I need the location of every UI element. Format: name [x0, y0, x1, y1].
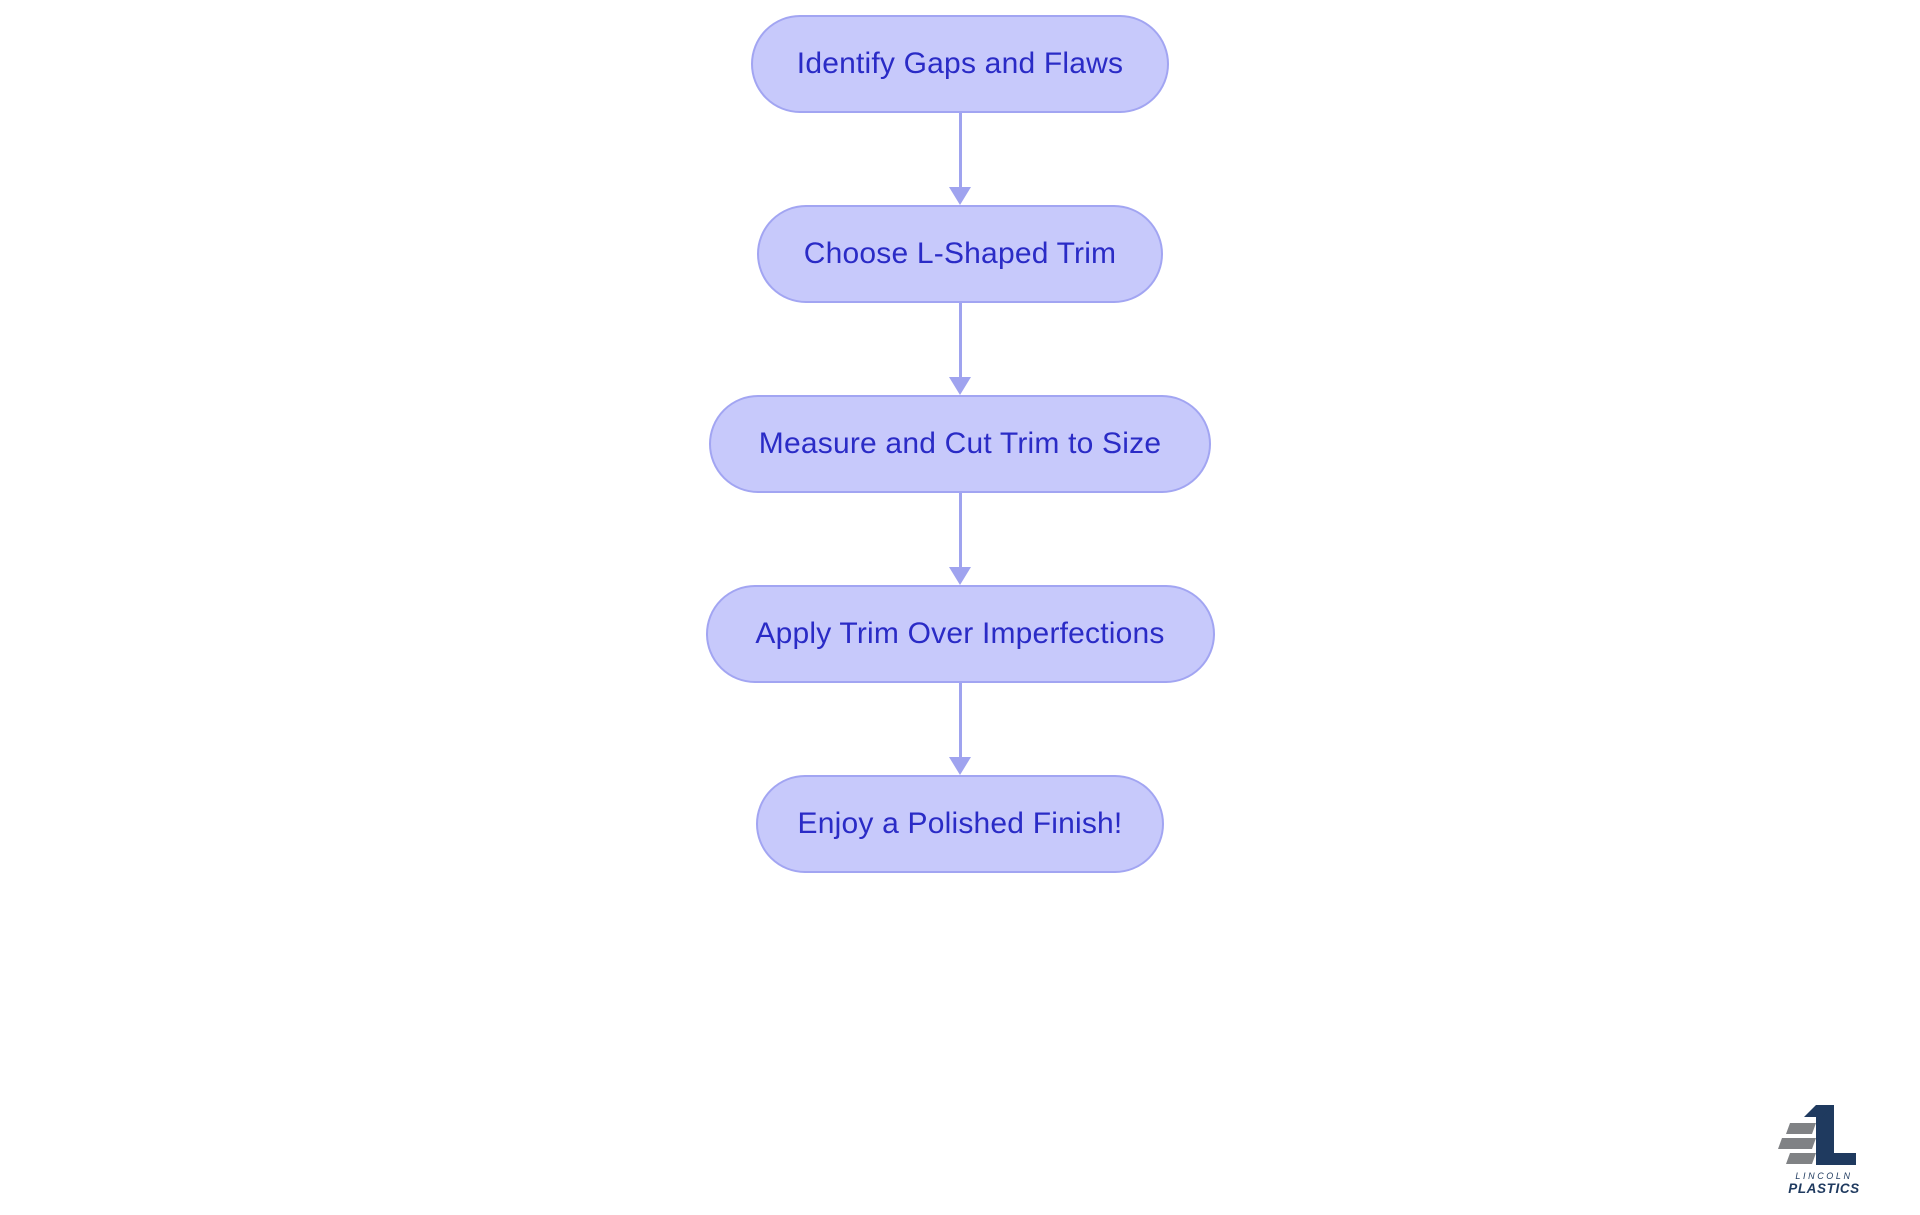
logo-l-mark — [1804, 1105, 1856, 1165]
connector-line — [958, 113, 962, 188]
flow-node-step-4[interactable]: Apply Trim Over Imperfections — [705, 585, 1215, 683]
flow-node-label: Choose L-Shaped Trim — [803, 237, 1117, 270]
flow-node-step-1[interactable]: Identify Gaps and Flaws — [751, 15, 1169, 113]
connector-line — [958, 683, 962, 758]
flow-node-step-5[interactable]: Enjoy a Polished Finish! — [756, 775, 1164, 873]
arrowhead-icon — [949, 757, 971, 775]
flow-node-label: Measure and Cut Trim to Size — [758, 427, 1162, 460]
arrowhead-icon — [949, 187, 971, 205]
connector-line — [958, 303, 962, 378]
arrowhead-icon — [949, 567, 971, 585]
logo-wordmark-bottom: PLASTICS — [1788, 1181, 1860, 1196]
flow-node-step-3[interactable]: Measure and Cut Trim to Size — [709, 395, 1211, 493]
connector-line — [958, 493, 962, 568]
logo-wordmark-top: LINCOLN — [1795, 1171, 1852, 1181]
flow-connector-1 — [940, 303, 980, 395]
flow-connector-0 — [940, 113, 980, 205]
flow-node-label: Apply Trim Over Imperfections — [755, 617, 1165, 650]
arrowhead-icon — [949, 377, 971, 395]
flow-node-label: Enjoy a Polished Finish! — [797, 807, 1123, 840]
flow-connector-2 — [940, 493, 980, 585]
flow-node-step-2[interactable]: Choose L-Shaped Trim — [757, 205, 1163, 303]
lincoln-plastics-logo: LINCOLN PLASTICS — [1772, 1101, 1876, 1197]
flow-node-label: Identify Gaps and Flaws — [796, 47, 1124, 80]
logo-bars — [1778, 1123, 1816, 1164]
flow-connector-3 — [940, 683, 980, 775]
